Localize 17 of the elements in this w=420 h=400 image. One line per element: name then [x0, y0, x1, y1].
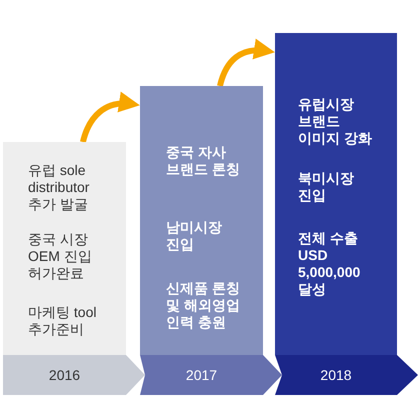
year-band: 2018: [275, 355, 418, 395]
milestone-text: 유럽 sole distributor 추가 발굴: [28, 162, 90, 213]
milestone-text: 신제품 론칭 및 해외영업 인력 충원: [166, 280, 241, 331]
year-band: 2016: [3, 355, 145, 395]
column-panel: [3, 142, 126, 355]
curved-arrow: [80, 92, 140, 143]
milestone-text: 전체 수출 USD 5,000,000 달성: [298, 230, 362, 298]
year-band: 2017: [140, 355, 282, 395]
milestone-text: 남미시장 진입: [166, 219, 223, 253]
curved-arrow: [217, 39, 275, 87]
column-panel: [275, 33, 397, 355]
milestone-text: 유럽시장 브랜드 이미지 강화: [298, 96, 373, 147]
milestone-text: 중국 시장 OEM 진입 허가완료: [28, 231, 93, 282]
milestone-text: 마케팅 tool 추가준비: [28, 304, 98, 338]
column-panel: [140, 86, 263, 355]
milestone-text: 중국 자사 브랜드 론칭: [166, 144, 241, 178]
milestone-text: 북미시장 진입: [298, 170, 355, 204]
